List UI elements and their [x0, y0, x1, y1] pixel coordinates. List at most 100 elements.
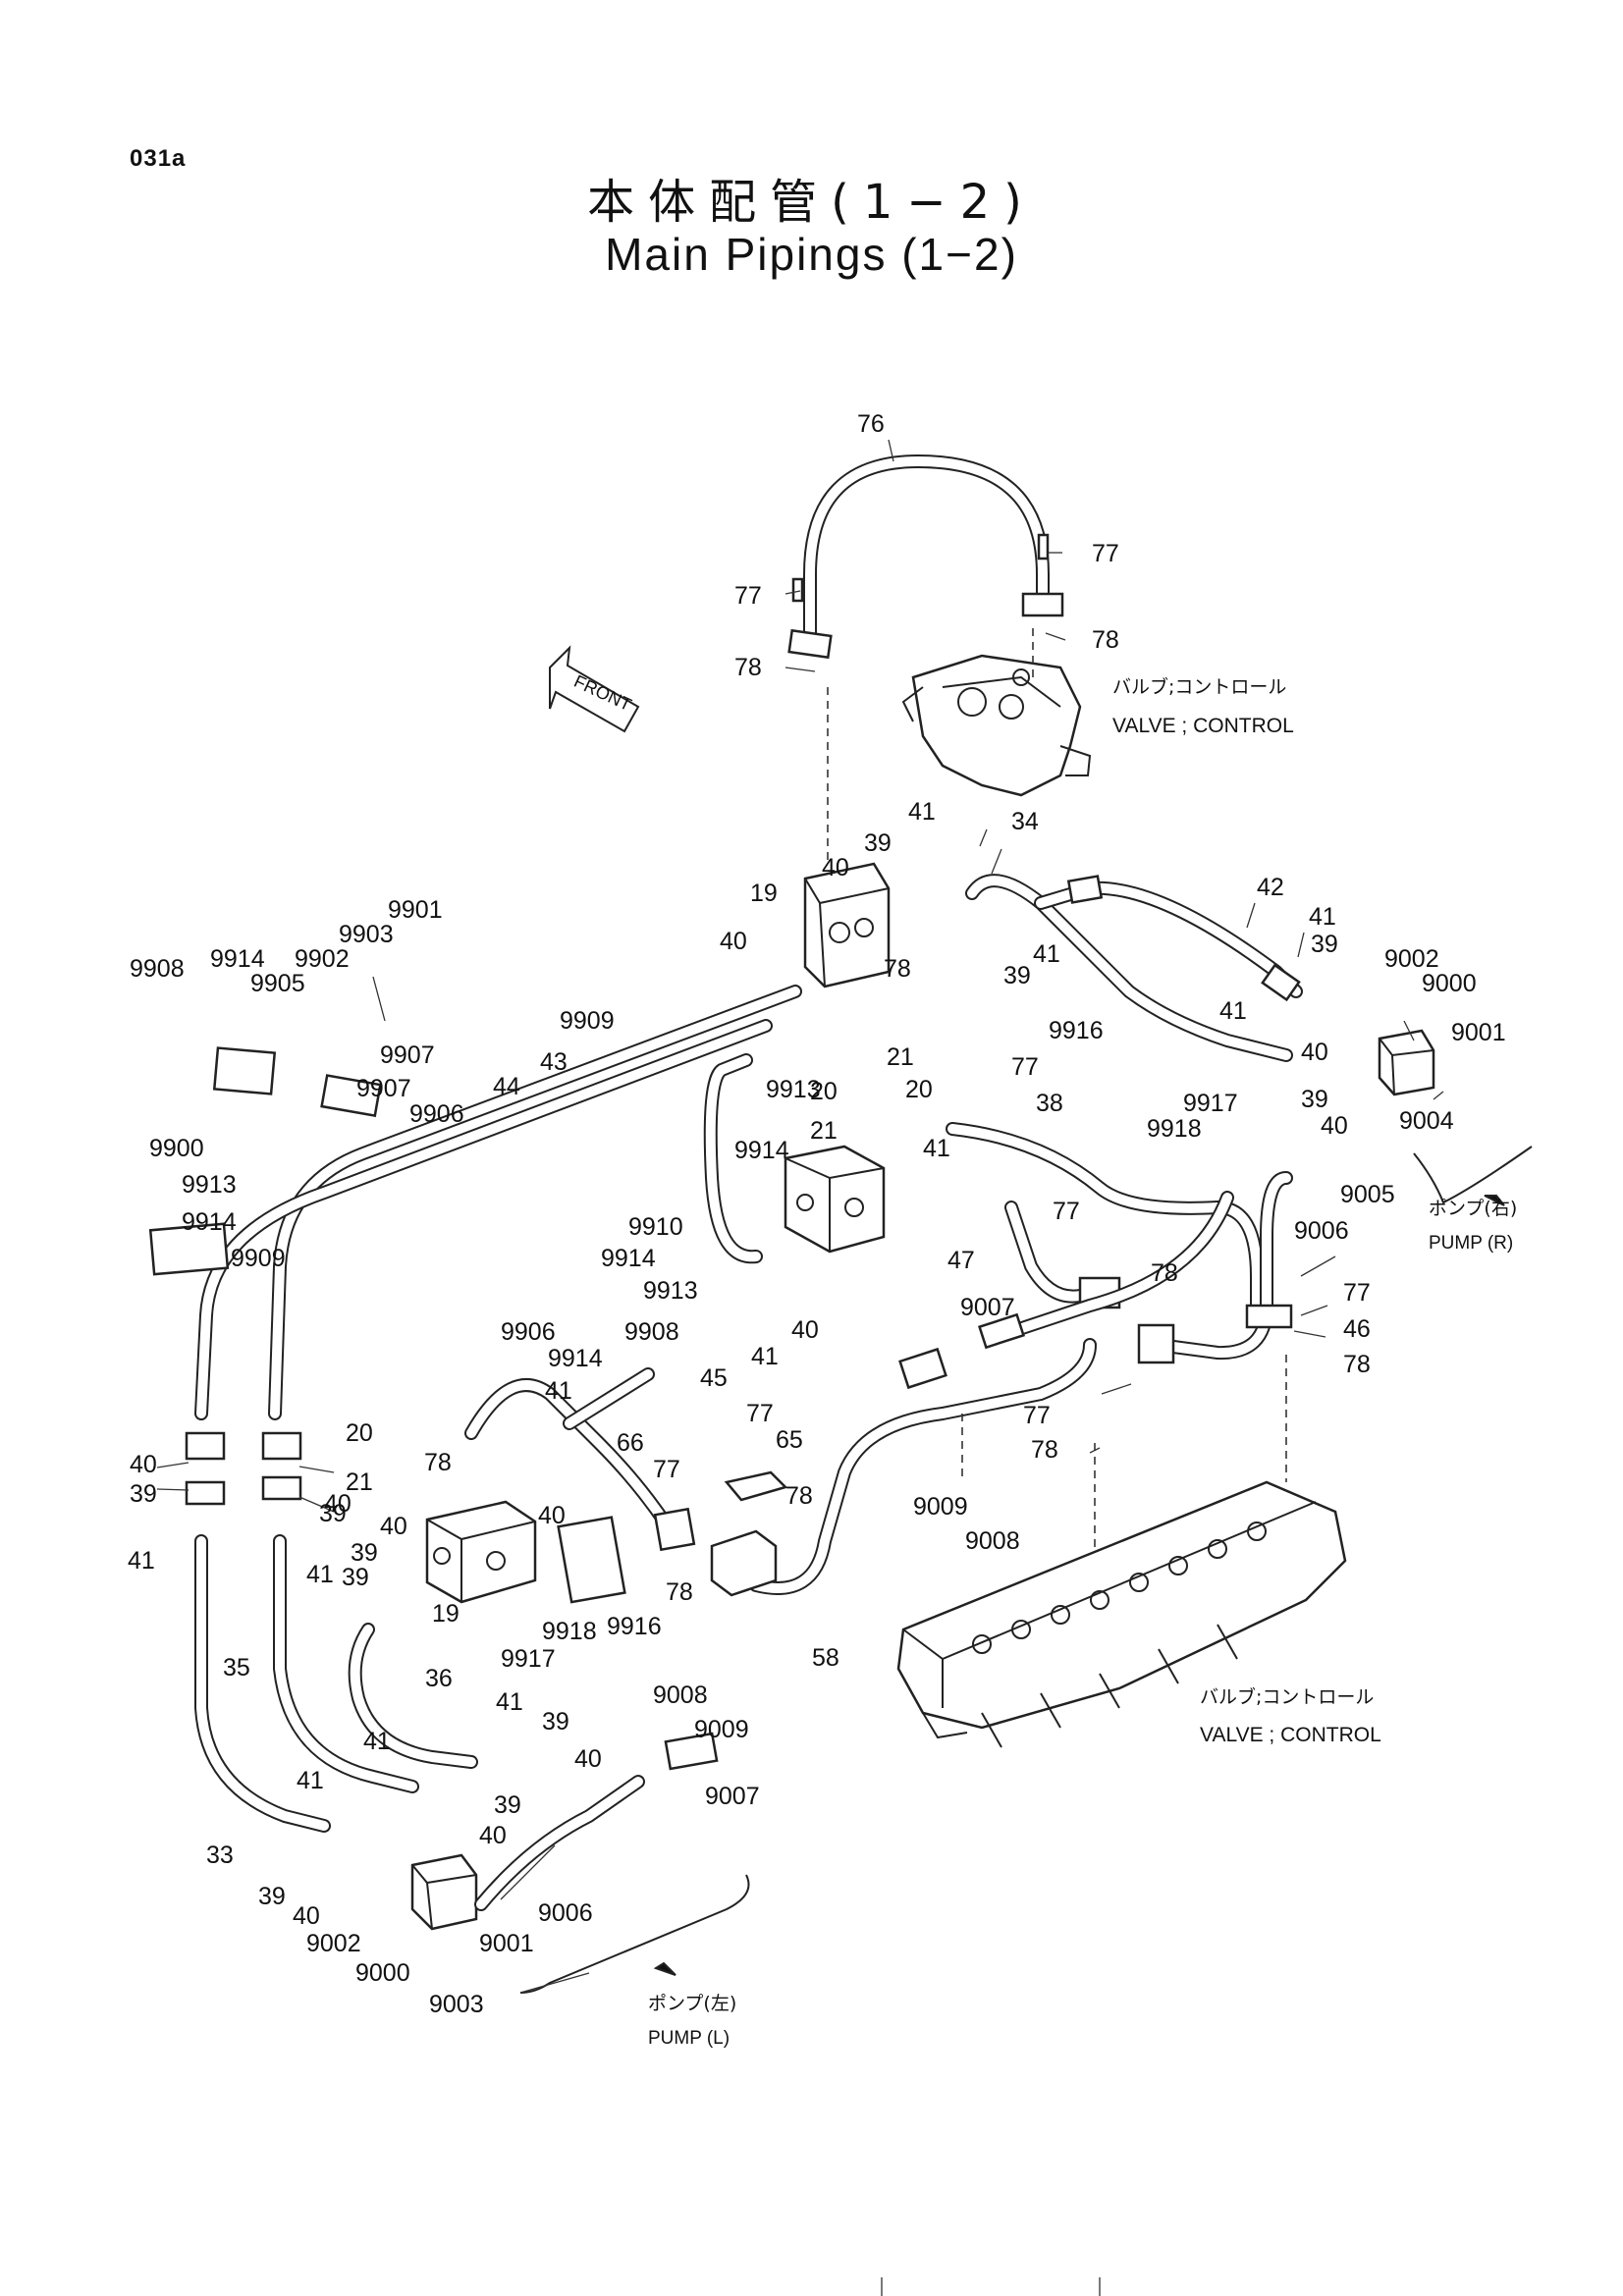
callout-47: 47 — [947, 1247, 975, 1274]
callout-9900: 9900 — [149, 1135, 204, 1162]
note-pump-l-en: PUMP (L) — [648, 2028, 730, 2049]
callout-9000: 9000 — [355, 1959, 410, 1987]
callout-9906: 9906 — [501, 1318, 556, 1346]
callout-77: 77 — [1023, 1402, 1051, 1429]
callout-9000: 9000 — [1422, 970, 1477, 997]
callout-21: 21 — [887, 1043, 914, 1071]
title-english: Main Pipings (1−2) — [605, 229, 1018, 280]
callout-9902: 9902 — [295, 945, 350, 973]
pipe-9006-right — [898, 1191, 1234, 1390]
callout-9909: 9909 — [560, 1007, 615, 1035]
block-9000-right — [1378, 1029, 1435, 1096]
callout-40: 40 — [791, 1316, 819, 1344]
callout-78: 78 — [1092, 626, 1119, 654]
callout-9006: 9006 — [1294, 1217, 1349, 1245]
callout-76: 76 — [857, 410, 885, 438]
callout-40: 40 — [538, 1502, 566, 1529]
callout-45: 45 — [700, 1364, 728, 1392]
callout-9917: 9917 — [501, 1645, 556, 1673]
callout-9913: 9913 — [182, 1171, 237, 1199]
callout-labels: 76 77 77 78 78 41 34 39 40 42 19 40 78 4… — [128, 410, 1506, 2018]
callout-9007: 9007 — [960, 1294, 1015, 1321]
callout-39: 39 — [1301, 1086, 1328, 1113]
callout-40: 40 — [1301, 1039, 1328, 1066]
callout-40: 40 — [720, 928, 747, 955]
callout-77: 77 — [1011, 1053, 1039, 1081]
note-valve-upper-jp: バルブ;コントロール — [1112, 675, 1286, 698]
callout-9004: 9004 — [1399, 1107, 1454, 1135]
callout-40: 40 — [130, 1451, 157, 1478]
block-65 — [710, 1470, 788, 1597]
callout-9914: 9914 — [548, 1345, 603, 1372]
callout-9913: 9913 — [643, 1277, 698, 1305]
callout-40: 40 — [380, 1513, 407, 1540]
block-19-lower — [425, 1500, 537, 1604]
callout-41: 41 — [297, 1767, 324, 1794]
pipe-46 — [1137, 1171, 1293, 1364]
callout-58: 58 — [812, 1644, 839, 1672]
callout-77: 77 — [1343, 1279, 1371, 1307]
block-19-top — [803, 862, 891, 988]
callout-9001: 9001 — [1451, 1019, 1506, 1046]
callout-39: 39 — [1003, 962, 1031, 989]
callout-78: 78 — [1151, 1259, 1178, 1287]
callout-77: 77 — [734, 582, 762, 610]
callout-9905: 9905 — [250, 970, 305, 997]
pipe-38 — [946, 1122, 1264, 1322]
note-pump-l-jp: ポンプ(左) — [648, 1993, 736, 2014]
callout-40: 40 — [1321, 1112, 1348, 1140]
callout-9008: 9008 — [965, 1527, 1020, 1555]
block-19-middle — [784, 1145, 886, 1254]
control-valve-lower — [896, 1480, 1347, 1748]
callout-78: 78 — [666, 1578, 693, 1606]
callout-9006: 9006 — [538, 1899, 593, 1927]
callout-41: 41 — [908, 798, 936, 826]
callout-78: 78 — [734, 654, 762, 681]
callout-44: 44 — [493, 1073, 520, 1100]
callout-42: 42 — [1257, 874, 1284, 901]
callout-9914: 9914 — [182, 1208, 237, 1236]
callout-9002: 9002 — [1384, 945, 1439, 973]
leader-lines — [156, 439, 1444, 1994]
callout-9907: 9907 — [380, 1041, 435, 1069]
callout-33: 33 — [206, 1842, 234, 1869]
callout-9003: 9003 — [429, 1991, 484, 2018]
callout-78: 78 — [785, 1482, 813, 1510]
callout-20: 20 — [346, 1419, 373, 1447]
pipe-9006-left — [474, 1732, 719, 1911]
callout-19: 19 — [432, 1600, 460, 1628]
pipe-58 — [749, 1338, 1097, 1595]
callout-39: 39 — [342, 1564, 369, 1591]
callout-77: 77 — [653, 1456, 680, 1483]
front-label: FRONT — [571, 671, 635, 715]
callout-9008: 9008 — [653, 1682, 708, 1709]
callout-39: 39 — [319, 1500, 347, 1527]
callout-9009: 9009 — [913, 1493, 968, 1521]
callout-78: 78 — [884, 955, 911, 983]
callout-9918: 9918 — [1147, 1115, 1202, 1143]
callout-41: 41 — [128, 1547, 155, 1575]
callout-41: 41 — [923, 1135, 950, 1162]
callout-9909: 9909 — [231, 1245, 286, 1272]
callout-36: 36 — [425, 1665, 453, 1692]
front-arrow: FRONT — [549, 645, 640, 733]
callout-20: 20 — [905, 1076, 933, 1103]
callout-9910: 9910 — [628, 1213, 683, 1241]
callout-39: 39 — [351, 1539, 378, 1567]
pipe-66 — [464, 1367, 696, 1552]
callout-41: 41 — [1309, 903, 1336, 931]
callout-9908: 9908 — [130, 955, 185, 983]
callout-46: 46 — [1343, 1315, 1371, 1343]
callout-78: 78 — [1031, 1436, 1058, 1464]
callout-35: 35 — [223, 1654, 250, 1682]
pipe-45 — [703, 1053, 763, 1264]
callout-40: 40 — [293, 1902, 320, 1930]
callout-39: 39 — [258, 1883, 286, 1910]
note-pump-r-en: PUMP (R) — [1429, 1233, 1513, 1254]
callout-39: 39 — [542, 1708, 569, 1735]
callout-9913: 9913 — [766, 1076, 821, 1103]
hose-33 — [273, 1534, 419, 1793]
callout-9009: 9009 — [694, 1716, 749, 1743]
callout-9914: 9914 — [601, 1245, 656, 1272]
